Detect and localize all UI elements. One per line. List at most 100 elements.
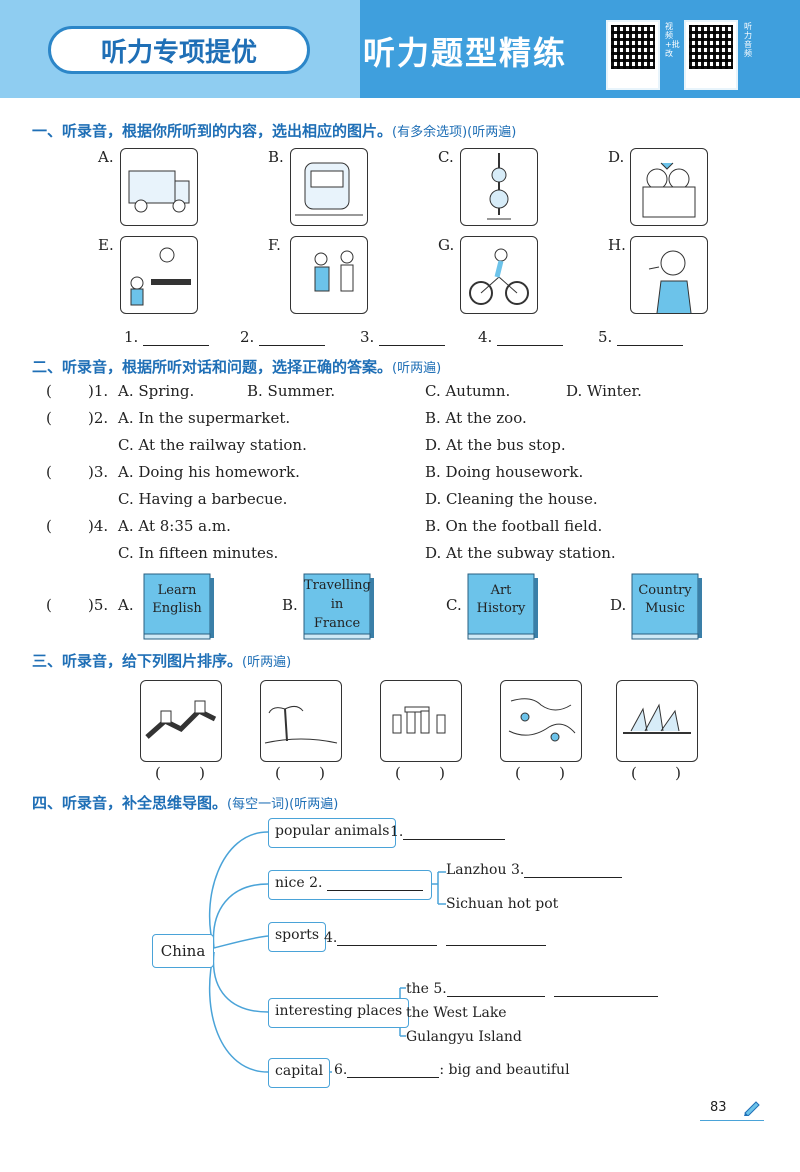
picture-opera-house — [616, 680, 698, 762]
branch-capital-blank[interactable]: 6. : big and beautiful — [334, 1062, 570, 1078]
section-4-title-text: 四、听录音，补全思维导图。 — [32, 794, 228, 812]
qr-code-video[interactable] — [606, 20, 660, 90]
answer-blank-4[interactable]: 4. — [478, 328, 564, 346]
answer-blank-5[interactable]: 5. — [598, 328, 684, 346]
order-paren-1[interactable]: () — [155, 764, 205, 782]
answer-paren-1[interactable]: ( — [46, 382, 52, 400]
picture-subway — [290, 148, 368, 226]
answer-paren-4[interactable]: ( — [46, 517, 52, 535]
branch-places-sub-3: Gulangyu Island — [406, 1029, 522, 1045]
branch-interesting-places: interesting places — [268, 998, 410, 1028]
q1-option-d: D. Winter. — [566, 382, 642, 400]
section-1-title-text: 一、听录音，根据你所听到的内容，选出相应的图片。 — [32, 122, 393, 140]
book-b-line-1: Travelling — [304, 578, 371, 593]
picture-truck — [120, 148, 198, 226]
section-1-title: 一、听录音，根据你所听到的内容，选出相应的图片。(有多余选项)(听两遍) — [32, 120, 516, 141]
branch-capital-tail: : big and beautiful — [439, 1062, 570, 1078]
qr-label-video: 视频+批改 — [665, 22, 680, 58]
question-2-number: )2. — [88, 409, 109, 427]
branch-popular-animals: popular animals — [268, 818, 397, 848]
question-4-number: )4. — [88, 517, 109, 535]
qr-code-audio[interactable] — [684, 20, 738, 90]
picture-kids-playing — [290, 236, 368, 314]
picture-great-wall — [140, 680, 222, 762]
branch-nice[interactable]: nice 2. — [268, 870, 432, 900]
q5-option-c: C. — [446, 596, 462, 614]
section-4-note: (每空一词)(听两遍) — [227, 797, 339, 812]
answer-blank-3[interactable]: 3. — [360, 328, 446, 346]
order-paren-5[interactable]: () — [631, 764, 681, 782]
order-paren-3[interactable]: () — [395, 764, 445, 782]
footer-rule — [700, 1120, 764, 1121]
option-label-d: D. — [608, 148, 625, 166]
answer-blank-2-label: 2. — [240, 328, 255, 346]
book-travelling-in-france: Travelling in France — [302, 570, 376, 642]
book-c-line-1: Art — [490, 583, 512, 598]
book-c-line-2: History — [476, 601, 526, 616]
q5-option-b: B. — [282, 596, 298, 614]
q4-option-d: D. At the subway station. — [425, 544, 616, 562]
picture-palm-beach — [260, 680, 342, 762]
book-a-line-2: English — [152, 601, 202, 616]
branch-nice-sub-1[interactable]: Lanzhou 3. — [446, 862, 623, 878]
picture-stonehenge — [380, 680, 462, 762]
q3-option-a: A. Doing his homework. — [118, 463, 300, 481]
question-5-number: )5. — [88, 596, 109, 614]
branch-sports-blanks[interactable]: 4. — [324, 930, 547, 946]
q4-option-b: B. On the football field. — [425, 517, 603, 535]
option-label-c: C. — [438, 148, 454, 166]
answer-blank-4-label: 4. — [478, 328, 493, 346]
answer-blank-1[interactable]: 1. — [124, 328, 210, 346]
option-label-g: G. — [438, 236, 455, 254]
section-3-title-text: 三、听录音，给下列图片排序。 — [32, 652, 243, 670]
q1-option-c: C. Autumn. — [425, 382, 511, 400]
q2-option-c: C. At the railway station. — [118, 436, 307, 454]
header-pill: 听力专项提优 — [48, 26, 310, 74]
option-label-h: H. — [608, 236, 626, 254]
answer-paren-2[interactable]: ( — [46, 409, 52, 427]
picture-coughing-man — [630, 236, 708, 314]
q4-option-a: A. At 8:35 a.m. — [118, 517, 231, 535]
q3-option-c: C. Having a barbecue. — [118, 490, 288, 508]
book-b-line-2: in — [330, 597, 344, 612]
option-label-b: B. — [268, 148, 284, 166]
branch-places-sub-1-label: the 5. — [406, 981, 447, 997]
book-d-line-1: Country — [638, 583, 692, 598]
book-d-line-2: Music — [645, 601, 685, 616]
picture-fruit-basket — [630, 148, 708, 226]
branch-sports-blank-label: 4. — [324, 930, 338, 946]
pencil-icon — [742, 1098, 762, 1120]
branch-capital-blank-label: 6. — [334, 1062, 348, 1078]
answer-blank-2[interactable]: 2. — [240, 328, 326, 346]
q5-option-d: D. — [610, 596, 627, 614]
answer-paren-3[interactable]: ( — [46, 463, 52, 481]
branch-places-sub-2: the West Lake — [406, 1005, 507, 1021]
question-3-number: )3. — [88, 463, 109, 481]
section-2-note: (听两遍) — [392, 361, 442, 376]
picture-cooking — [120, 236, 198, 314]
answer-blank-3-label: 3. — [360, 328, 375, 346]
branch-1-blank[interactable]: 1. — [390, 824, 506, 840]
order-paren-2[interactable]: () — [275, 764, 325, 782]
branch-capital: capital — [268, 1058, 331, 1088]
mind-map-center: China — [152, 934, 214, 968]
q4-option-c: C. In fifteen minutes. — [118, 544, 279, 562]
header-title: 听力题型精练 — [362, 34, 567, 72]
section-1-note: (有多余选项)(听两遍) — [392, 125, 517, 140]
answer-paren-5[interactable]: ( — [46, 596, 52, 614]
book-a-line-1: Learn — [157, 583, 197, 598]
page-number: 83 — [710, 1100, 727, 1115]
branch-places-sub-1[interactable]: the 5. — [406, 981, 658, 997]
branch-nice-sub-2: Sichuan hot pot — [446, 896, 559, 912]
branch-sports: sports — [268, 922, 327, 952]
option-label-f: F. — [268, 236, 281, 254]
picture-tv-tower — [460, 148, 538, 226]
branch-nice-sub-1-label: Lanzhou 3. — [446, 862, 525, 878]
q3-option-b: B. Doing housework. — [425, 463, 584, 481]
q2-option-a: A. In the supermarket. — [118, 409, 291, 427]
question-1-number: )1. — [88, 382, 109, 400]
section-2-title-text: 二、听录音，根据所听对话和问题，选择正确的答案。 — [32, 358, 393, 376]
order-paren-4[interactable]: () — [515, 764, 565, 782]
book-b-line-3: France — [313, 616, 361, 631]
picture-cycling — [460, 236, 538, 314]
